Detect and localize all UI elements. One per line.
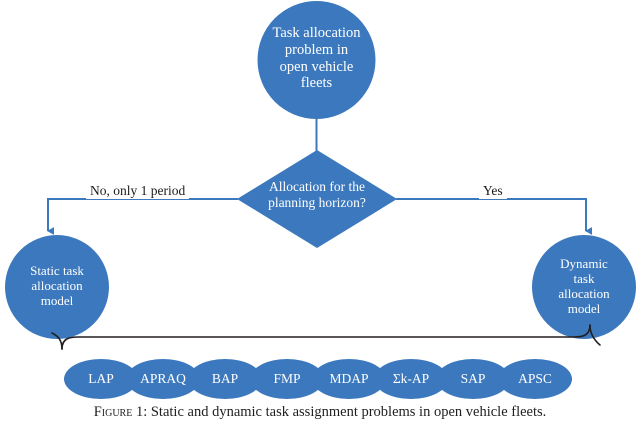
grouping-brace (61, 324, 591, 350)
figure-caption-text: Static and dynamic task assignment probl… (150, 404, 547, 420)
leaf-node[interactable] (250, 359, 324, 399)
brace-right-tip (589, 324, 601, 346)
leaf-label-sap: SAP (460, 371, 486, 386)
leaf-label-apraq: APRAQ (140, 371, 186, 386)
leaf-node[interactable] (498, 359, 572, 399)
edge-label-yes: Yes (479, 183, 507, 199)
node-dynamic-task-allocation-model[interactable] (532, 235, 636, 339)
connector-decision-to-dynamic (396, 198, 592, 235)
edge-label-no-only-1-period: No, only 1 period (86, 183, 190, 199)
leaf-node[interactable] (436, 359, 510, 399)
leaf-label-apsc: APSC (518, 371, 552, 386)
brace-left-tip (51, 332, 63, 350)
figure-caption: Figure 1: Static and dynamic task assign… (0, 404, 640, 421)
figure-caption-prefix: Figure 1: (93, 404, 148, 420)
node-task-allocation-problem[interactable] (257, 1, 376, 119)
node-allocation-decision[interactable] (237, 150, 397, 248)
leaf-node[interactable] (374, 359, 448, 399)
leaf-label-fmp: FMP (273, 371, 301, 386)
node-static-task-allocation-model[interactable] (5, 235, 109, 339)
leaf-node[interactable] (312, 359, 386, 399)
leaf-node[interactable] (64, 359, 138, 399)
leaf-label-lap: LAP (88, 371, 114, 386)
leaf-node[interactable] (188, 359, 262, 399)
leaf-label-sigma-k-ap: Σk-AP (392, 371, 430, 386)
leaf-label-mdap: MDAP (329, 371, 369, 386)
leaf-node[interactable] (126, 359, 200, 399)
connector-decision-to-static (46, 198, 238, 235)
leaf-label-bap: BAP (211, 371, 239, 386)
flowchart-canvas (5, 1, 636, 399)
